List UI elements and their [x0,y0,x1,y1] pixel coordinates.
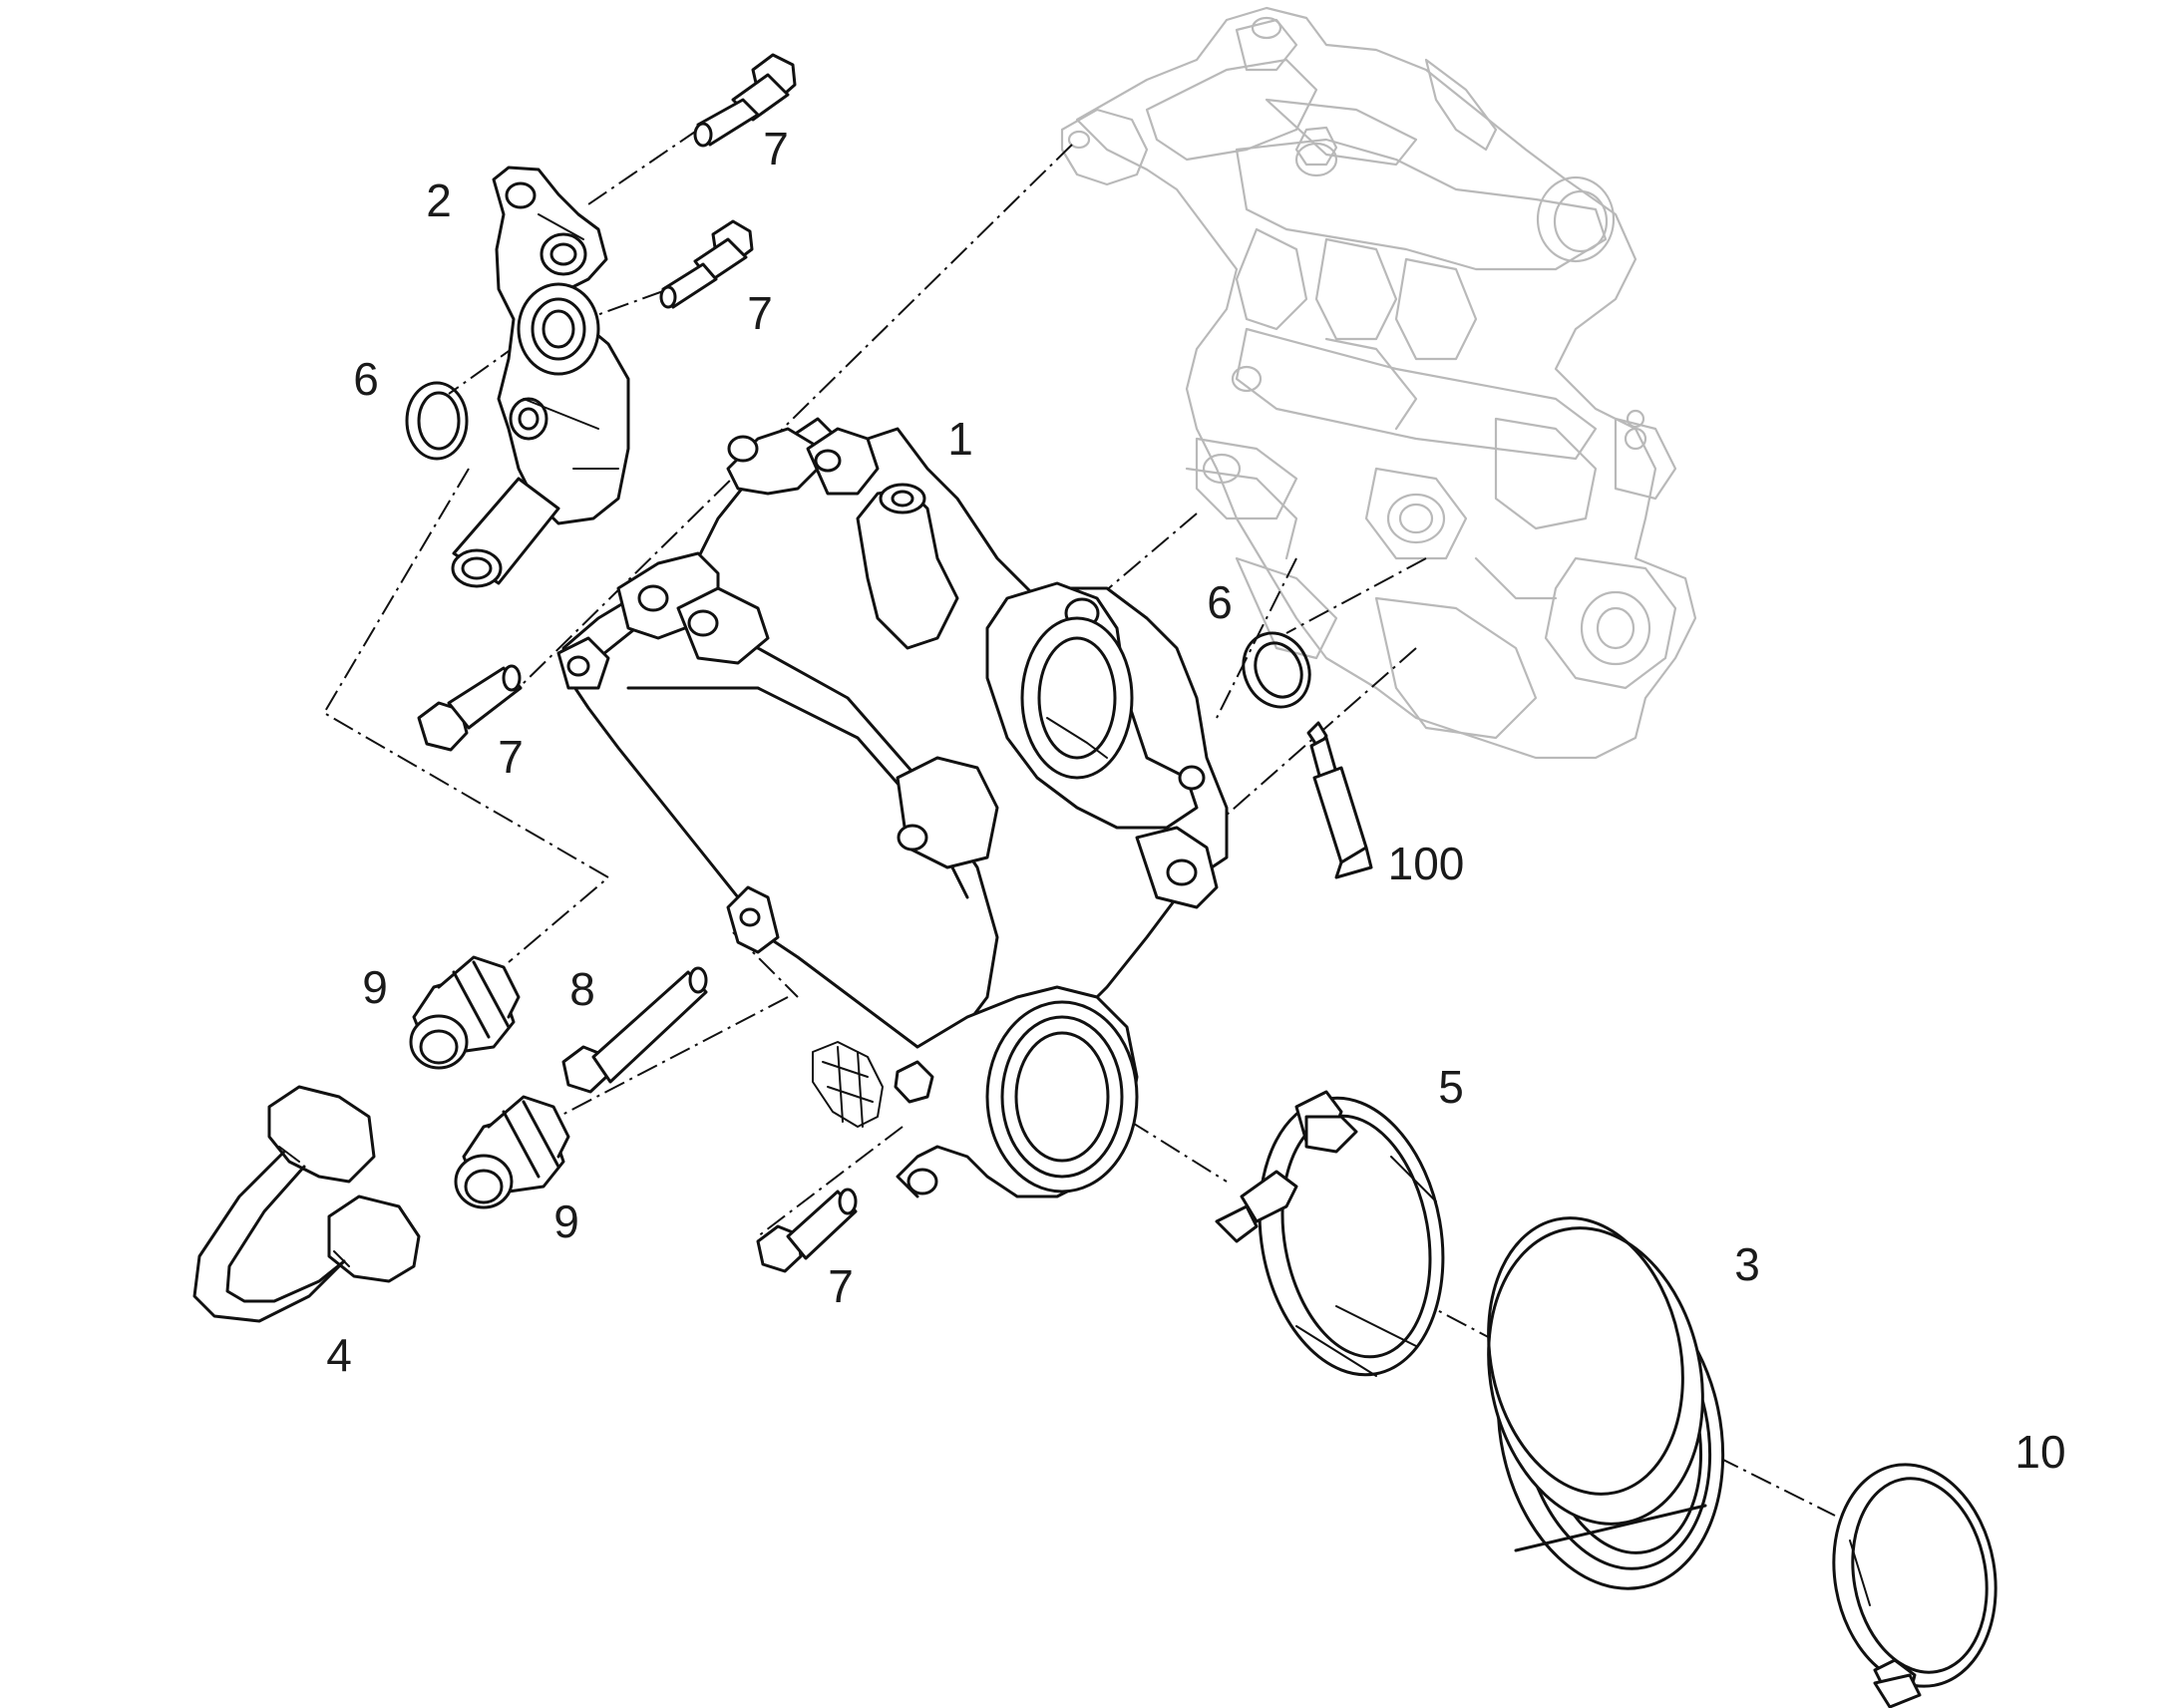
o-ring-right [1242,631,1311,709]
o-ring-left [405,381,469,461]
bracket [451,166,630,588]
callout-7-mid: 7 [747,287,773,339]
bolt-mid [659,219,754,309]
callout-100: 100 [1388,838,1465,889]
callout-3: 3 [1734,1238,1760,1290]
engine-block-background [1060,6,1697,760]
bolt-top [693,53,797,148]
fitting-bottom [454,1095,570,1209]
callout-4: 4 [326,1329,352,1381]
bolt-left [417,664,523,752]
callout-7-bottom: 7 [828,1260,854,1312]
coupling-sleeve [1487,1216,1725,1590]
callout-6-right: 6 [1207,576,1233,628]
callout-7-top: 7 [763,123,789,174]
callout-2: 2 [426,174,452,226]
callout-5: 5 [1438,1061,1464,1113]
callout-10: 10 [2014,1426,2065,1478]
callout-8: 8 [569,963,595,1015]
main-housing [556,417,1229,1198]
callout-9-top: 9 [362,961,388,1013]
hose-clamp [1832,1463,1998,1708]
sealant-tube [1306,721,1373,879]
fitting-top [409,955,521,1070]
callout-6-left: 6 [353,353,379,405]
pipe [192,1085,421,1323]
callout-1: 1 [947,413,973,465]
bolt-bottom [756,1188,858,1273]
bolt-long [561,966,708,1094]
callout-9-bottom: 9 [553,1196,579,1247]
callout-7-left: 7 [498,731,524,783]
callout-labels: 7 2 7 6 1 6 7 100 9 8 5 9 7 3 4 10 [326,123,2065,1478]
v-band-clamp [1215,1090,1445,1377]
